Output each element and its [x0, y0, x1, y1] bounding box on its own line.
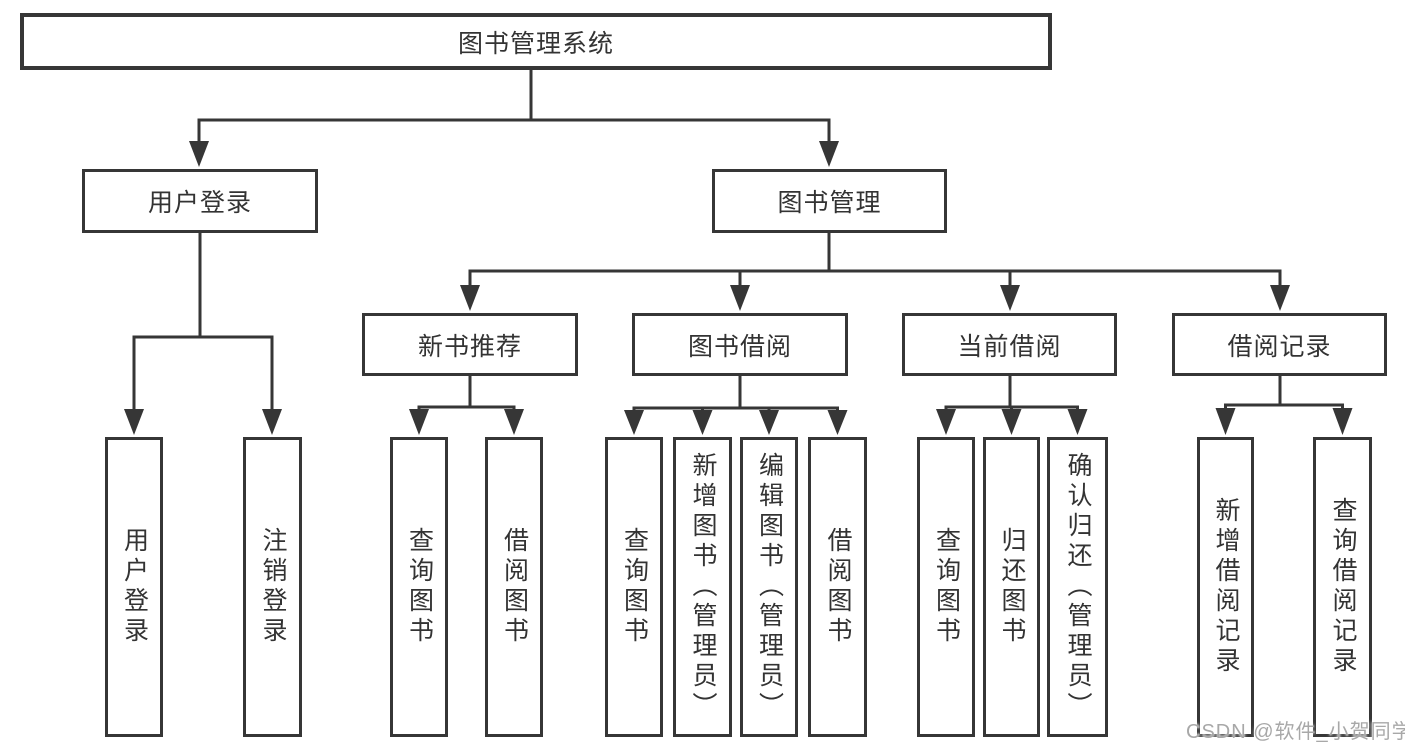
node-new-book-recommend: 新书推荐 — [362, 313, 578, 376]
leaf-query-books-borrowing: 查询图书 — [605, 437, 663, 737]
node-book-borrowing: 图书借阅 — [632, 313, 848, 376]
leaf-borrow-books-borrowing: 借阅图书 — [808, 437, 867, 737]
leaf-user-login: 用户登录 — [105, 437, 163, 737]
leaf-confirm-return-admin: 确认归还（管理员） — [1047, 437, 1108, 737]
leaf-query-books-current: 查询图书 — [917, 437, 975, 737]
node-user-login: 用户登录 — [82, 169, 318, 233]
leaf-borrow-books-recommend: 借阅图书 — [485, 437, 543, 737]
leaf-logout: 注销登录 — [243, 437, 302, 737]
csdn-watermark: CSDN @软件_小贺同学 — [1186, 721, 1405, 743]
leaf-add-borrow-record: 新增借阅记录 — [1197, 437, 1254, 737]
leaf-query-books-recommend: 查询图书 — [390, 437, 448, 737]
node-borrowing-records: 借阅记录 — [1172, 313, 1387, 376]
node-root: 图书管理系统 — [20, 13, 1052, 70]
leaf-edit-book-admin: 编辑图书（管理员） — [740, 437, 798, 737]
node-current-borrowing: 当前借阅 — [902, 313, 1117, 376]
node-book-management: 图书管理 — [712, 169, 947, 233]
leaf-query-borrow-record: 查询借阅记录 — [1313, 437, 1372, 737]
leaf-add-book-admin: 新增图书（管理员） — [673, 437, 732, 737]
leaf-return-book: 归还图书 — [983, 437, 1040, 737]
